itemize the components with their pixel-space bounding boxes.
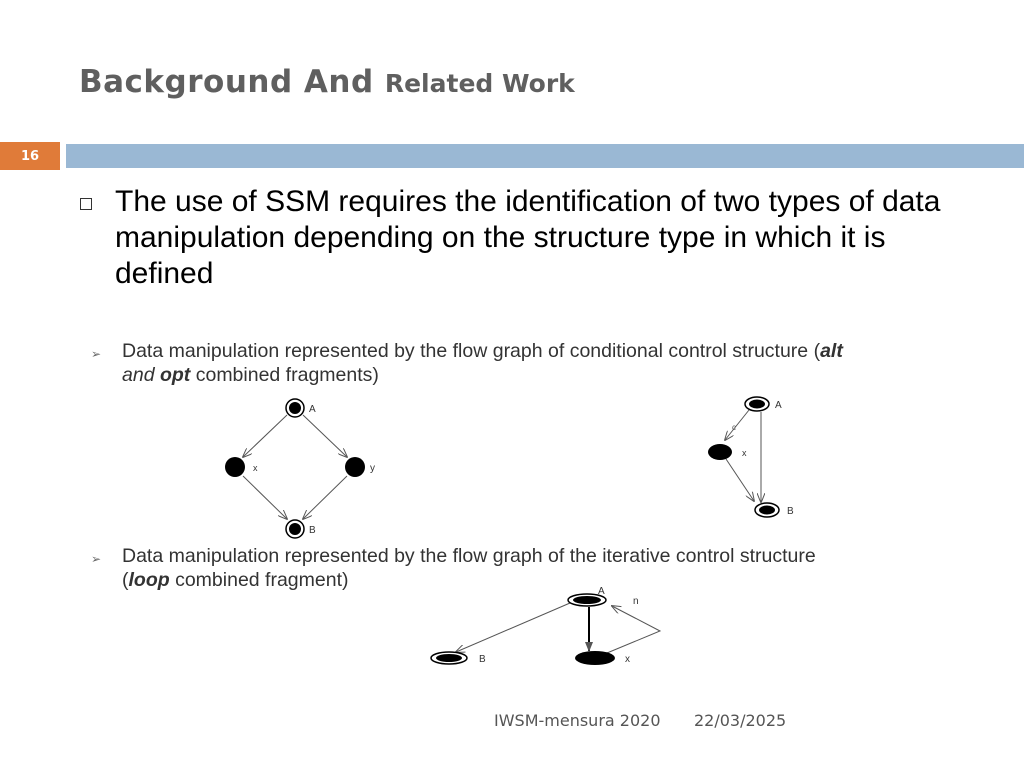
arrow-bullet-icon: ➢ xyxy=(91,347,102,361)
node-x xyxy=(708,444,732,460)
loop-flow-graph: A n B x xyxy=(430,586,662,665)
label-x: x xyxy=(742,448,747,458)
node-b xyxy=(759,505,775,515)
node-x xyxy=(575,651,615,665)
sub1-suffix: combined fragments) xyxy=(195,364,379,386)
opt-flow-graph: A x B c xyxy=(708,396,794,518)
node-x xyxy=(225,457,245,477)
node-b xyxy=(436,654,462,662)
title-main: Background And xyxy=(79,64,374,100)
node-y xyxy=(345,457,365,477)
footer-date: 22/03/2025 xyxy=(694,711,787,730)
label-a: A xyxy=(598,586,605,597)
node-a xyxy=(289,402,301,414)
label-b: B xyxy=(309,525,316,536)
edge-a-b xyxy=(456,602,571,652)
edge-label: c xyxy=(732,423,736,432)
edge-a-x xyxy=(725,409,750,440)
sub-bullet-conditional: Data manipulation represented by the flo… xyxy=(122,339,982,387)
label-x: x xyxy=(253,463,258,473)
sub1-opt-keyword: opt xyxy=(159,364,191,386)
sub-bullet-iterative: Data manipulation represented by the flo… xyxy=(122,544,982,592)
sub1-and: and xyxy=(122,364,155,386)
label-b: B xyxy=(787,506,794,517)
slide-title: Background And Related Work xyxy=(79,62,575,100)
arrow-bullet-icon: ➢ xyxy=(91,552,102,566)
sub2-suffix: combined fragment) xyxy=(175,569,349,591)
edge-x-a-loop xyxy=(606,606,662,654)
edge-a-x xyxy=(243,414,288,457)
sub1-alt-keyword: alt xyxy=(820,340,843,362)
node-a-ring xyxy=(567,593,607,607)
sub1-prefix: Data manipulation represented by the flo… xyxy=(122,340,821,362)
edge-x-b xyxy=(725,458,754,501)
edge-y-b xyxy=(303,475,348,519)
label-y: y xyxy=(370,463,375,474)
label-a: A xyxy=(309,404,316,415)
slide-number: 16 xyxy=(0,142,60,170)
node-a-ring xyxy=(285,398,305,418)
alt-flow-graph: A x y B xyxy=(225,398,375,539)
edge-x-b xyxy=(242,475,287,519)
node-a xyxy=(573,596,601,604)
node-b-ring xyxy=(285,519,305,539)
title-secondary: Related Work xyxy=(384,69,575,98)
node-b xyxy=(289,523,301,535)
node-a xyxy=(749,399,765,409)
label-a: A xyxy=(775,400,782,411)
label-b: B xyxy=(479,654,486,665)
square-bullet-icon xyxy=(80,198,92,210)
edge-label: n xyxy=(633,596,639,607)
header-bar xyxy=(66,144,1024,168)
main-bullet-text: The use of SSM requires the identificati… xyxy=(115,185,941,290)
edge-a-y xyxy=(302,414,347,457)
node-b-ring xyxy=(754,502,780,518)
label-x: x xyxy=(625,654,630,665)
footer-conference: IWSM-mensura 2020 xyxy=(494,711,661,730)
sub2-prefix: Data manipulation represented by the flo… xyxy=(122,545,816,567)
sub2-open-paren: ( xyxy=(122,569,129,591)
node-a-ring xyxy=(744,396,770,412)
node-b-ring xyxy=(430,651,468,665)
sub2-loop-keyword: loop xyxy=(128,569,170,591)
